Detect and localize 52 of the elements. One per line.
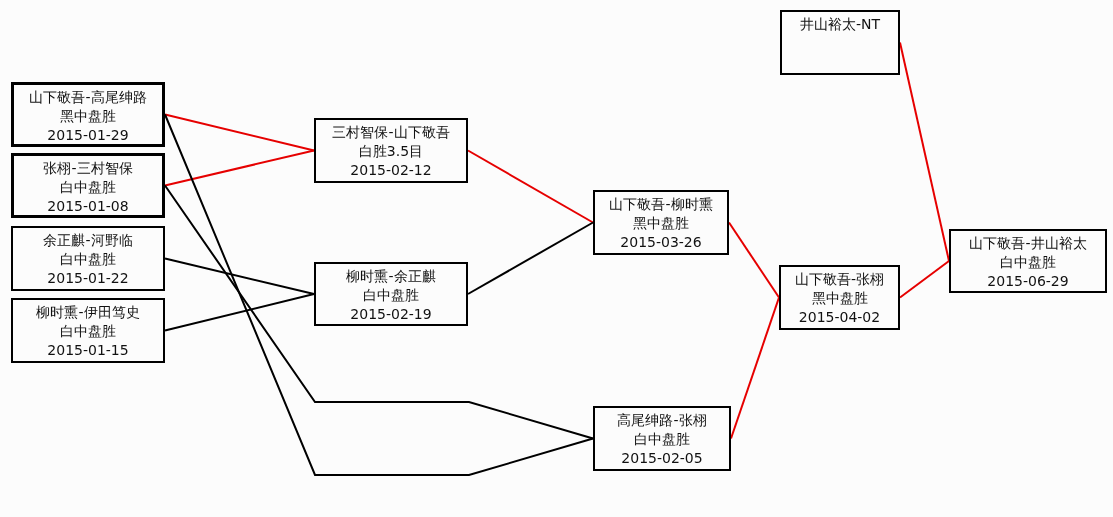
date-text: 2015-02-05 [621,449,703,468]
match-box [314,118,468,183]
date-text: 2015-06-29 [987,272,1069,291]
date-text: 2015-01-08 [47,197,129,216]
result-text: 黑中盘胜 [811,289,868,308]
players-text: 柳时熏-余正麒 [346,267,436,286]
match-box [11,82,165,147]
match-box [949,229,1107,293]
players-text: 张栩-三村智保 [43,159,133,178]
result-text: 白中盘胜 [60,250,116,269]
players-text: 山下敬吾-高尾绅路 [29,88,147,107]
result-text: 白胜3.5目 [358,142,424,161]
players-text: 柳时熏-伊田笃史 [36,303,140,322]
players-text: 高尾绅路-张栩 [617,411,707,430]
match-box [11,298,165,363]
result-text: 白中盘胜 [60,178,116,197]
players-text: 山下敬吾-张栩 [794,270,885,289]
connector-line [164,149,315,187]
date-text: 2015-02-19 [350,305,432,324]
connector-line [467,221,594,295]
connector-line [164,257,315,295]
match-box [780,10,900,75]
players-text: 山下敬吾-井山裕太 [969,234,1087,253]
date-text: 2015-01-22 [47,269,129,288]
result-text: 白中盘胜 [60,322,116,341]
match-box [11,226,165,291]
match-box [593,406,731,471]
players-text: 三村智保-山下敬吾 [332,123,450,142]
match-box [779,265,900,330]
players-text: 余正麒-河野临 [43,231,133,250]
connector-line [164,113,594,476]
result-text: 白中盘胜 [634,430,690,449]
match-box [314,262,468,326]
date-text: 2015-01-29 [47,126,129,145]
result-text: 白中盘胜 [1000,253,1056,272]
match-box [593,190,729,255]
players-text: 井山裕太-NT [799,15,881,34]
date-text: 2015-02-12 [350,161,432,180]
result-text: 白中盘胜 [363,286,419,305]
connector-line [899,260,950,299]
result-text: 黑中盘胜 [60,107,116,126]
connector-line [728,221,780,299]
result-text: 黑中盘胜 [633,214,689,233]
connector-line [164,184,594,440]
date-text: 2015-04-02 [798,308,881,327]
connector-line [467,149,594,224]
match-box [11,153,165,218]
connector-line [164,113,315,152]
date-text: 2015-01-15 [47,341,129,360]
date-text: 2015-03-26 [620,233,702,252]
connector-line [164,293,315,332]
players-text: 山下敬吾-柳时熏 [609,195,713,214]
